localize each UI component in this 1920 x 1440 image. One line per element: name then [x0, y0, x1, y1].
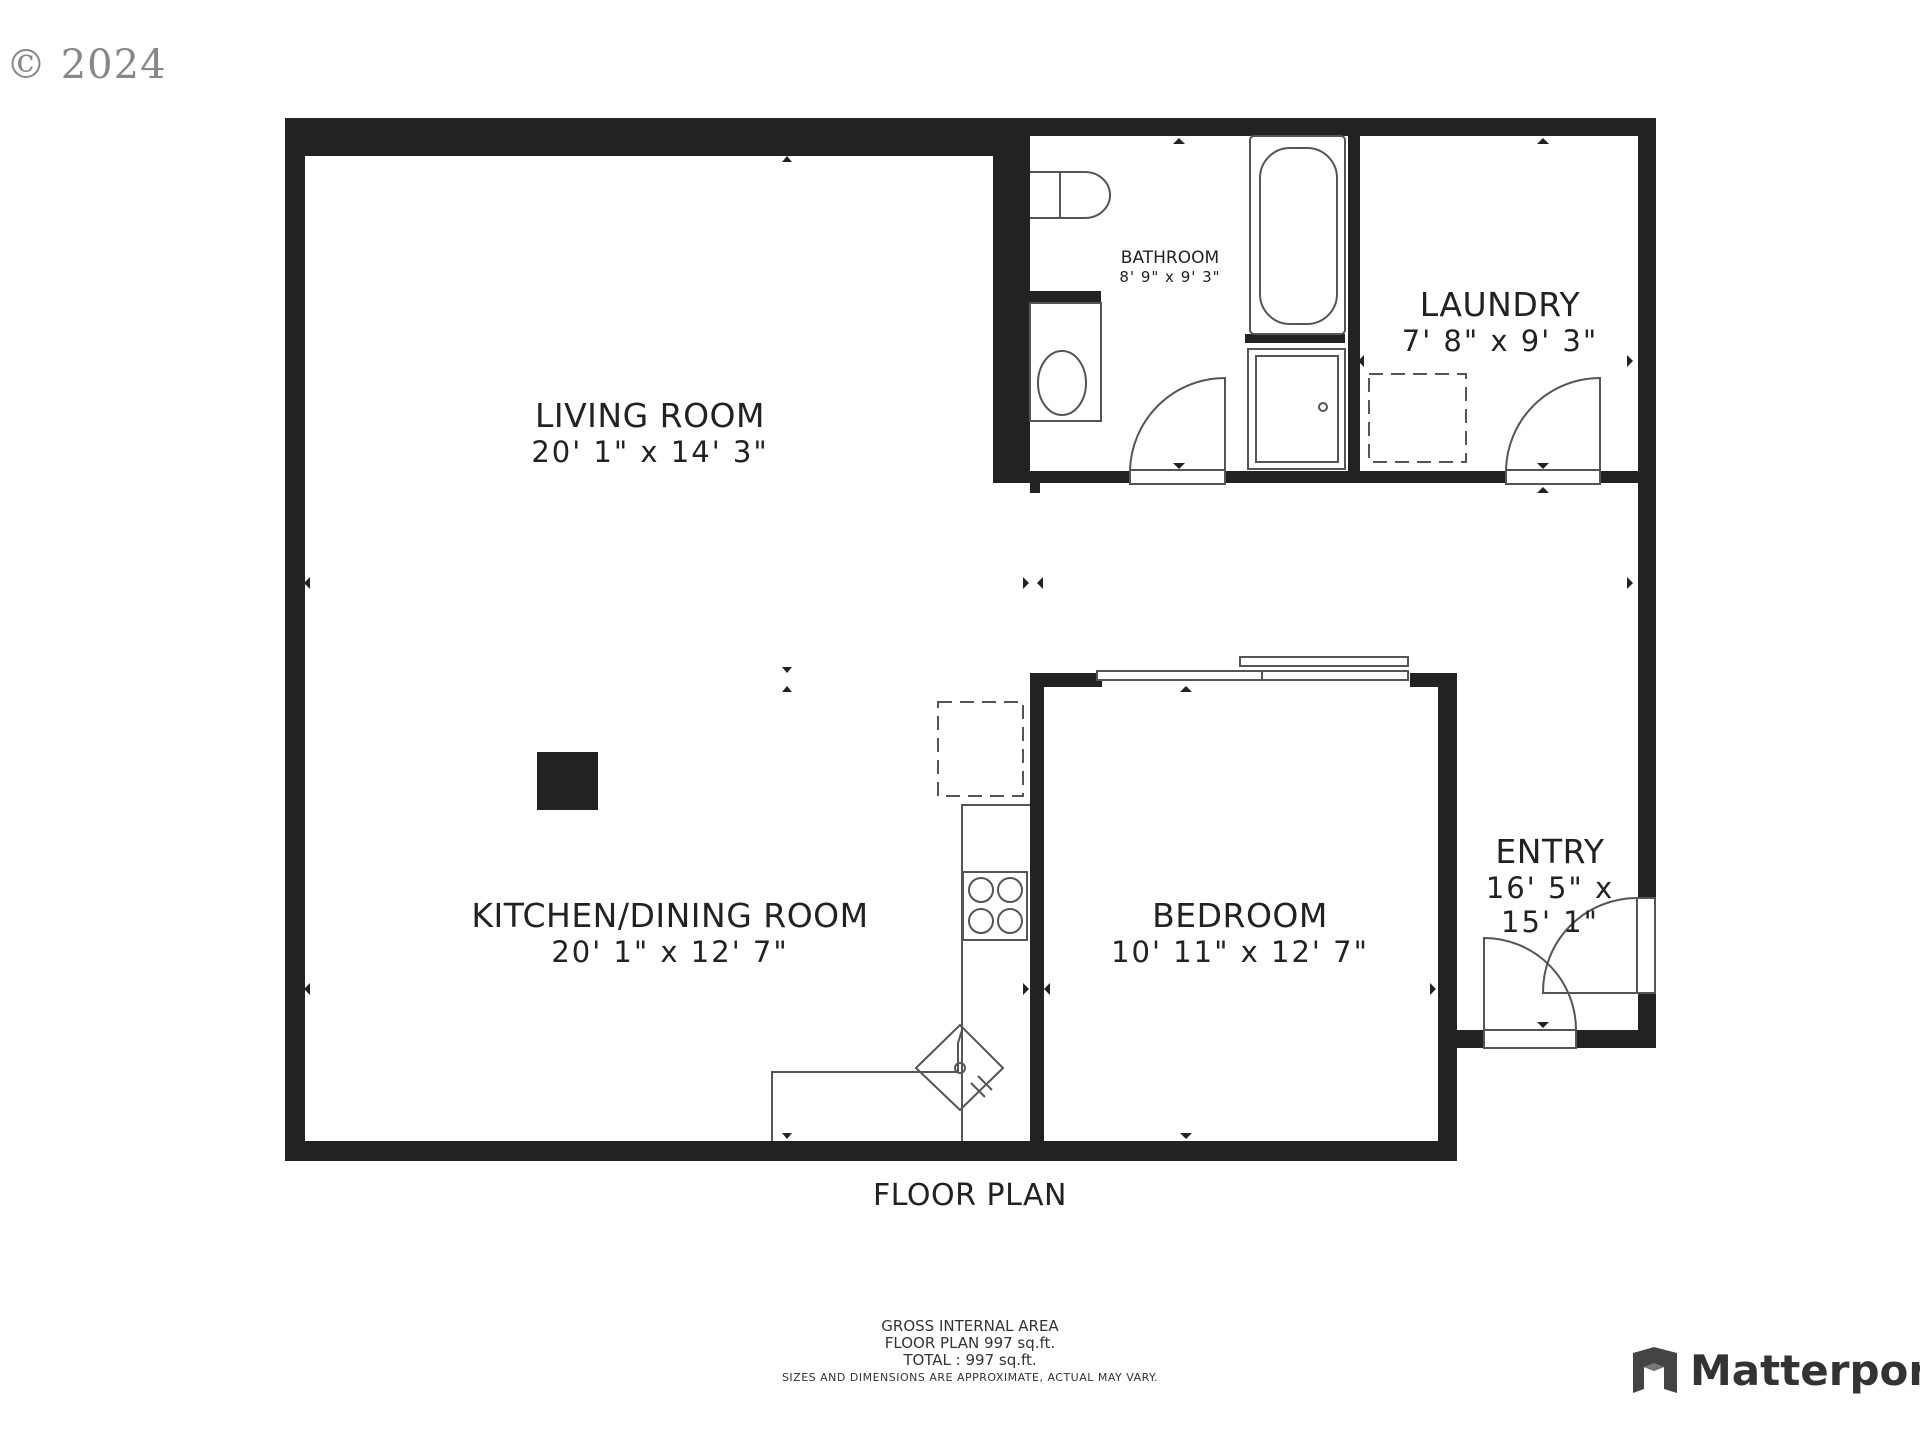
- marker: [782, 1133, 792, 1139]
- front-door-swing: [1541, 897, 1638, 994]
- bedroom-slider-2: [1239, 656, 1409, 667]
- marker: [782, 686, 792, 692]
- wall-right: [1638, 118, 1656, 1048]
- column: [537, 752, 598, 810]
- floor-plan-title: FLOOR PLAN: [873, 1178, 1067, 1213]
- bathroom-dims: 8' 9" x 9' 3": [1119, 268, 1221, 286]
- matterport-logo-icon: [1633, 1347, 1677, 1393]
- area-floor-plan: FLOOR PLAN 997 sq.ft.: [884, 1334, 1056, 1352]
- wall-left: [285, 118, 305, 1161]
- wall-bedroom-top-left: [1030, 673, 1102, 687]
- wall-living-bath-divider: [993, 118, 1030, 483]
- laundry-door-swing: [1505, 376, 1601, 471]
- kitchen-dims: 20' 1" x 12' 7": [551, 935, 789, 969]
- laundry-name: LAUNDRY: [1419, 285, 1581, 324]
- entry-dims-line1: 16' 5" x: [1485, 871, 1615, 905]
- area-total: TOTAL : 997 sq.ft.: [903, 1351, 1037, 1369]
- washer-dryer-icon: [1368, 373, 1467, 463]
- wall-stub: [1030, 483, 1040, 493]
- area-disclaimer: SIZES AND DIMENSIONS ARE APPROXIMATE, AC…: [781, 1371, 1159, 1384]
- marker: [1037, 577, 1043, 589]
- kitchen-sink-icon: [914, 1023, 1005, 1112]
- stove-icon: [962, 871, 1028, 941]
- marker: [1627, 577, 1633, 589]
- toilet-icon: [1030, 171, 1111, 219]
- bedroom-slider-3: [1261, 670, 1409, 681]
- stove-burner-4: [997, 908, 1023, 934]
- wall-bedroom-left: [1030, 673, 1044, 1148]
- bathroom-name: BATHROOM: [1120, 248, 1220, 268]
- sink-basin: [1037, 350, 1087, 416]
- kitchen-sink-drain: [954, 1062, 966, 1074]
- bath-door-swing: [1129, 376, 1226, 471]
- brand-name: Matterport: [1690, 1345, 1920, 1395]
- living-room-dims: 20' 1" x 14' 3": [531, 435, 769, 469]
- wall-top-right: [1030, 118, 1656, 136]
- copyright-notice: © 2024: [6, 42, 167, 88]
- marker: [1173, 138, 1185, 144]
- kitchen-name: KITCHEN/DINING ROOM: [471, 896, 869, 935]
- living-room-label: LIVING ROOM 20' 1" x 14' 3": [490, 396, 810, 469]
- living-room-name: LIVING ROOM: [534, 396, 766, 435]
- kitchen-label: KITCHEN/DINING ROOM 20' 1" x 12' 7": [440, 896, 900, 969]
- wall-bottom: [285, 1141, 1457, 1161]
- entry-dims-line2: 15' 1": [1501, 905, 1599, 939]
- walls: [285, 118, 1656, 1161]
- bathtub-icon: [1249, 135, 1346, 335]
- shower-tray: [1255, 355, 1339, 463]
- shower-drain: [1318, 402, 1328, 412]
- kitchen-sink-faucet: [970, 1075, 993, 1098]
- marker: [1537, 138, 1549, 144]
- wall-bedroom-right: [1438, 673, 1457, 1161]
- entry-door-opening: [1483, 1029, 1577, 1049]
- shower-icon: [1247, 348, 1346, 470]
- marker: [1044, 983, 1050, 995]
- sink-vanity-icon: [1029, 302, 1102, 422]
- front-door-opening: [1636, 897, 1656, 994]
- marker: [304, 983, 310, 995]
- stove-burner-3: [968, 908, 994, 934]
- marker: [304, 577, 310, 589]
- entry-door-swing: [1483, 936, 1577, 1031]
- stove-burner-1: [968, 877, 994, 903]
- laundry-label: LAUNDRY 7' 8" x 9' 3": [1380, 285, 1620, 358]
- marker: [1627, 355, 1633, 367]
- marker: [1180, 686, 1192, 692]
- wall-top-left: [285, 118, 1030, 156]
- marker: [1430, 983, 1436, 995]
- area-summary: GROSS INTERNAL AREA FLOOR PLAN 997 sq.ft…: [770, 1318, 1170, 1386]
- marker: [1173, 463, 1185, 469]
- marker: [1023, 983, 1029, 995]
- marker: [1180, 1133, 1192, 1139]
- marker: [1537, 487, 1549, 493]
- laundry-door-opening: [1505, 469, 1601, 485]
- laundry-dims: 7' 8" x 9' 3": [1401, 324, 1599, 358]
- marker: [1537, 1022, 1549, 1028]
- marker: [1023, 577, 1029, 589]
- wall-bath-laundry: [1348, 136, 1360, 483]
- wall-bath-inner: [1030, 291, 1101, 303]
- bedroom-slider-1: [1096, 670, 1266, 681]
- bathtub-basin: [1259, 147, 1338, 325]
- bathroom-label: BATHROOM 8' 9" x 9' 3": [1100, 248, 1240, 286]
- wall-tub-divider: [1245, 334, 1345, 343]
- bedroom-dims: 10' 11" x 12' 7": [1111, 935, 1369, 969]
- brand-logo: Matterport: [1630, 1340, 1920, 1400]
- marker: [1537, 463, 1549, 469]
- entry-label: ENTRY 16' 5" x 15' 1": [1470, 832, 1630, 939]
- bedroom-name: BEDROOM: [1152, 896, 1328, 935]
- area-heading: GROSS INTERNAL AREA: [881, 1317, 1059, 1335]
- bedroom-label: BEDROOM 10' 11" x 12' 7": [1100, 896, 1380, 969]
- marker: [782, 156, 792, 162]
- fridge-icon: [937, 701, 1024, 797]
- fixtures: [771, 135, 1467, 1141]
- marker: [782, 667, 792, 673]
- entry-name: ENTRY: [1495, 832, 1605, 871]
- doors: [1096, 376, 1656, 1049]
- markers: [304, 138, 1633, 1139]
- stove-burner-2: [997, 877, 1023, 903]
- marker: [1358, 355, 1364, 367]
- bath-door-opening: [1129, 469, 1226, 485]
